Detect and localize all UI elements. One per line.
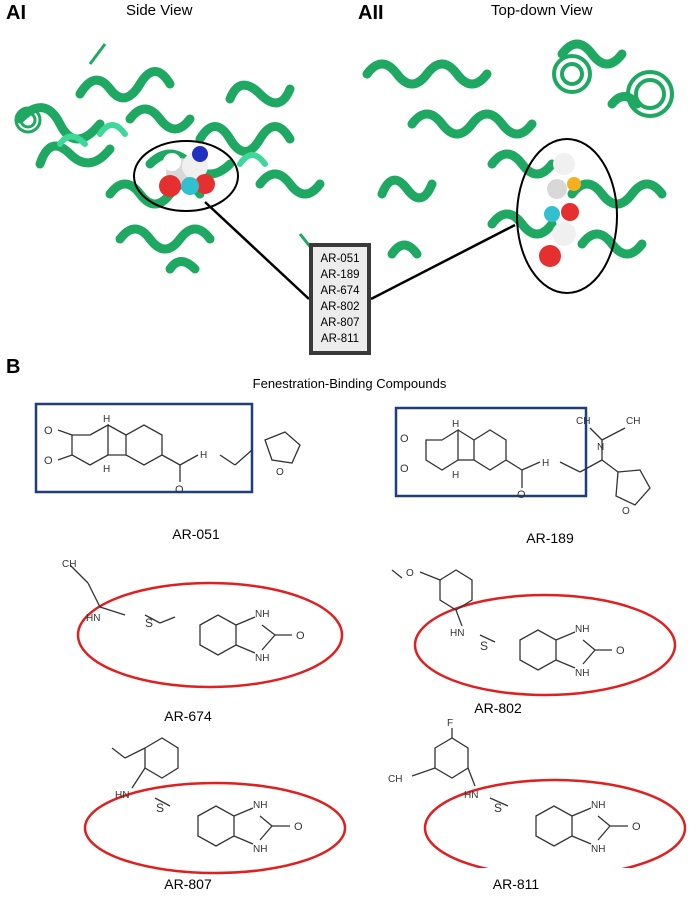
top-down-view-title: Top-down View — [491, 2, 593, 19]
ar-807-structure: HN S NH NH O — [83, 737, 347, 875]
amine-label: N — [597, 442, 604, 453]
panel-label-a2: AII — [358, 2, 384, 24]
sulfur-label: S — [494, 801, 502, 815]
ar-189-structure: O O H H O H N CH CH O — [394, 406, 651, 517]
compound-label-ar-807: AR-807 — [164, 876, 212, 892]
oxygen-label: O — [294, 821, 303, 833]
compound-label-ar-802: AR-802 — [474, 700, 522, 716]
nh-label: NH — [255, 653, 269, 664]
oxygen-label: O — [296, 630, 305, 642]
panel-label-b: B — [6, 356, 21, 378]
oxygen-label: O — [400, 463, 409, 475]
amide-label: H — [200, 450, 207, 461]
connector-lines — [204, 201, 516, 301]
amide-label: H — [542, 458, 549, 469]
nh-label: NH — [575, 668, 589, 679]
oxygen-label: O — [44, 455, 53, 467]
nitrogen-label: H — [103, 414, 110, 425]
nitrogen-label: H — [103, 464, 110, 475]
legend-item: AR-051 — [320, 253, 360, 265]
nh-label: NH — [591, 844, 605, 855]
oxygen-label: O — [400, 433, 409, 445]
sulfur-label: S — [145, 616, 153, 630]
legend-item: AR-802 — [320, 301, 360, 313]
oxygen-label: O — [632, 821, 641, 833]
oxygen-label: O — [517, 489, 526, 501]
sulfur-label: S — [156, 801, 164, 815]
compound-label-ar-189: AR-189 — [526, 530, 574, 546]
nh-label: HN — [115, 790, 129, 801]
oxygen-label: O — [616, 645, 625, 657]
side-view-protein-image — [14, 43, 325, 274]
furan-oxygen-label: O — [276, 467, 284, 478]
oxygen-label: O — [175, 484, 184, 496]
nh-label: HN — [464, 790, 478, 801]
ar-051-structure: O O H H O H O — [34, 402, 301, 496]
nh-label: NH — [253, 800, 267, 811]
methoxy-oxygen-label: O — [406, 568, 414, 579]
compound-legend-box: AR-051 AR-189 AR-674 AR-802 AR-807 AR-81… — [309, 243, 371, 355]
legend-item: AR-189 — [320, 269, 360, 281]
methyl-label: CH — [388, 774, 402, 785]
vinyl-label: CH — [62, 559, 76, 570]
panel-label-a1: AI — [6, 2, 26, 24]
methyl-label: CH — [626, 416, 640, 427]
nitrogen-label: H — [452, 419, 459, 430]
compound-label-ar-811: AR-811 — [492, 876, 540, 892]
nh-label: NH — [591, 800, 605, 811]
section-title: Fenestration-Binding Compounds — [252, 376, 447, 391]
side-view-title: Side View — [126, 2, 193, 19]
ar-802-structure: O HN S NH NH O — [391, 568, 677, 697]
legend-item: AR-807 — [320, 317, 360, 329]
methyl-label: CH — [576, 416, 590, 427]
compound-label-ar-674: AR-674 — [164, 708, 212, 724]
nh-label: NH — [253, 844, 267, 855]
nh-label: HN — [450, 628, 464, 639]
nh-label: NH — [575, 624, 589, 635]
compound-label-ar-051: AR-051 — [172, 526, 220, 542]
legend-item: AR-811 — [320, 333, 360, 345]
nitrogen-label: H — [452, 470, 459, 481]
fluorine-label: F — [447, 718, 453, 729]
ar-674-structure: CH HN S NH NH O — [62, 559, 344, 689]
nh-label: HN — [86, 613, 100, 624]
oxygen-label: O — [44, 425, 53, 437]
sulfur-label: S — [480, 639, 488, 653]
ar-811-structure: F CH HN S NH NH O — [388, 718, 687, 868]
legend-item: AR-674 — [320, 285, 360, 297]
top-down-protein-image — [362, 39, 674, 294]
furan-oxygen-label: O — [622, 506, 630, 517]
nh-label: NH — [255, 609, 269, 620]
